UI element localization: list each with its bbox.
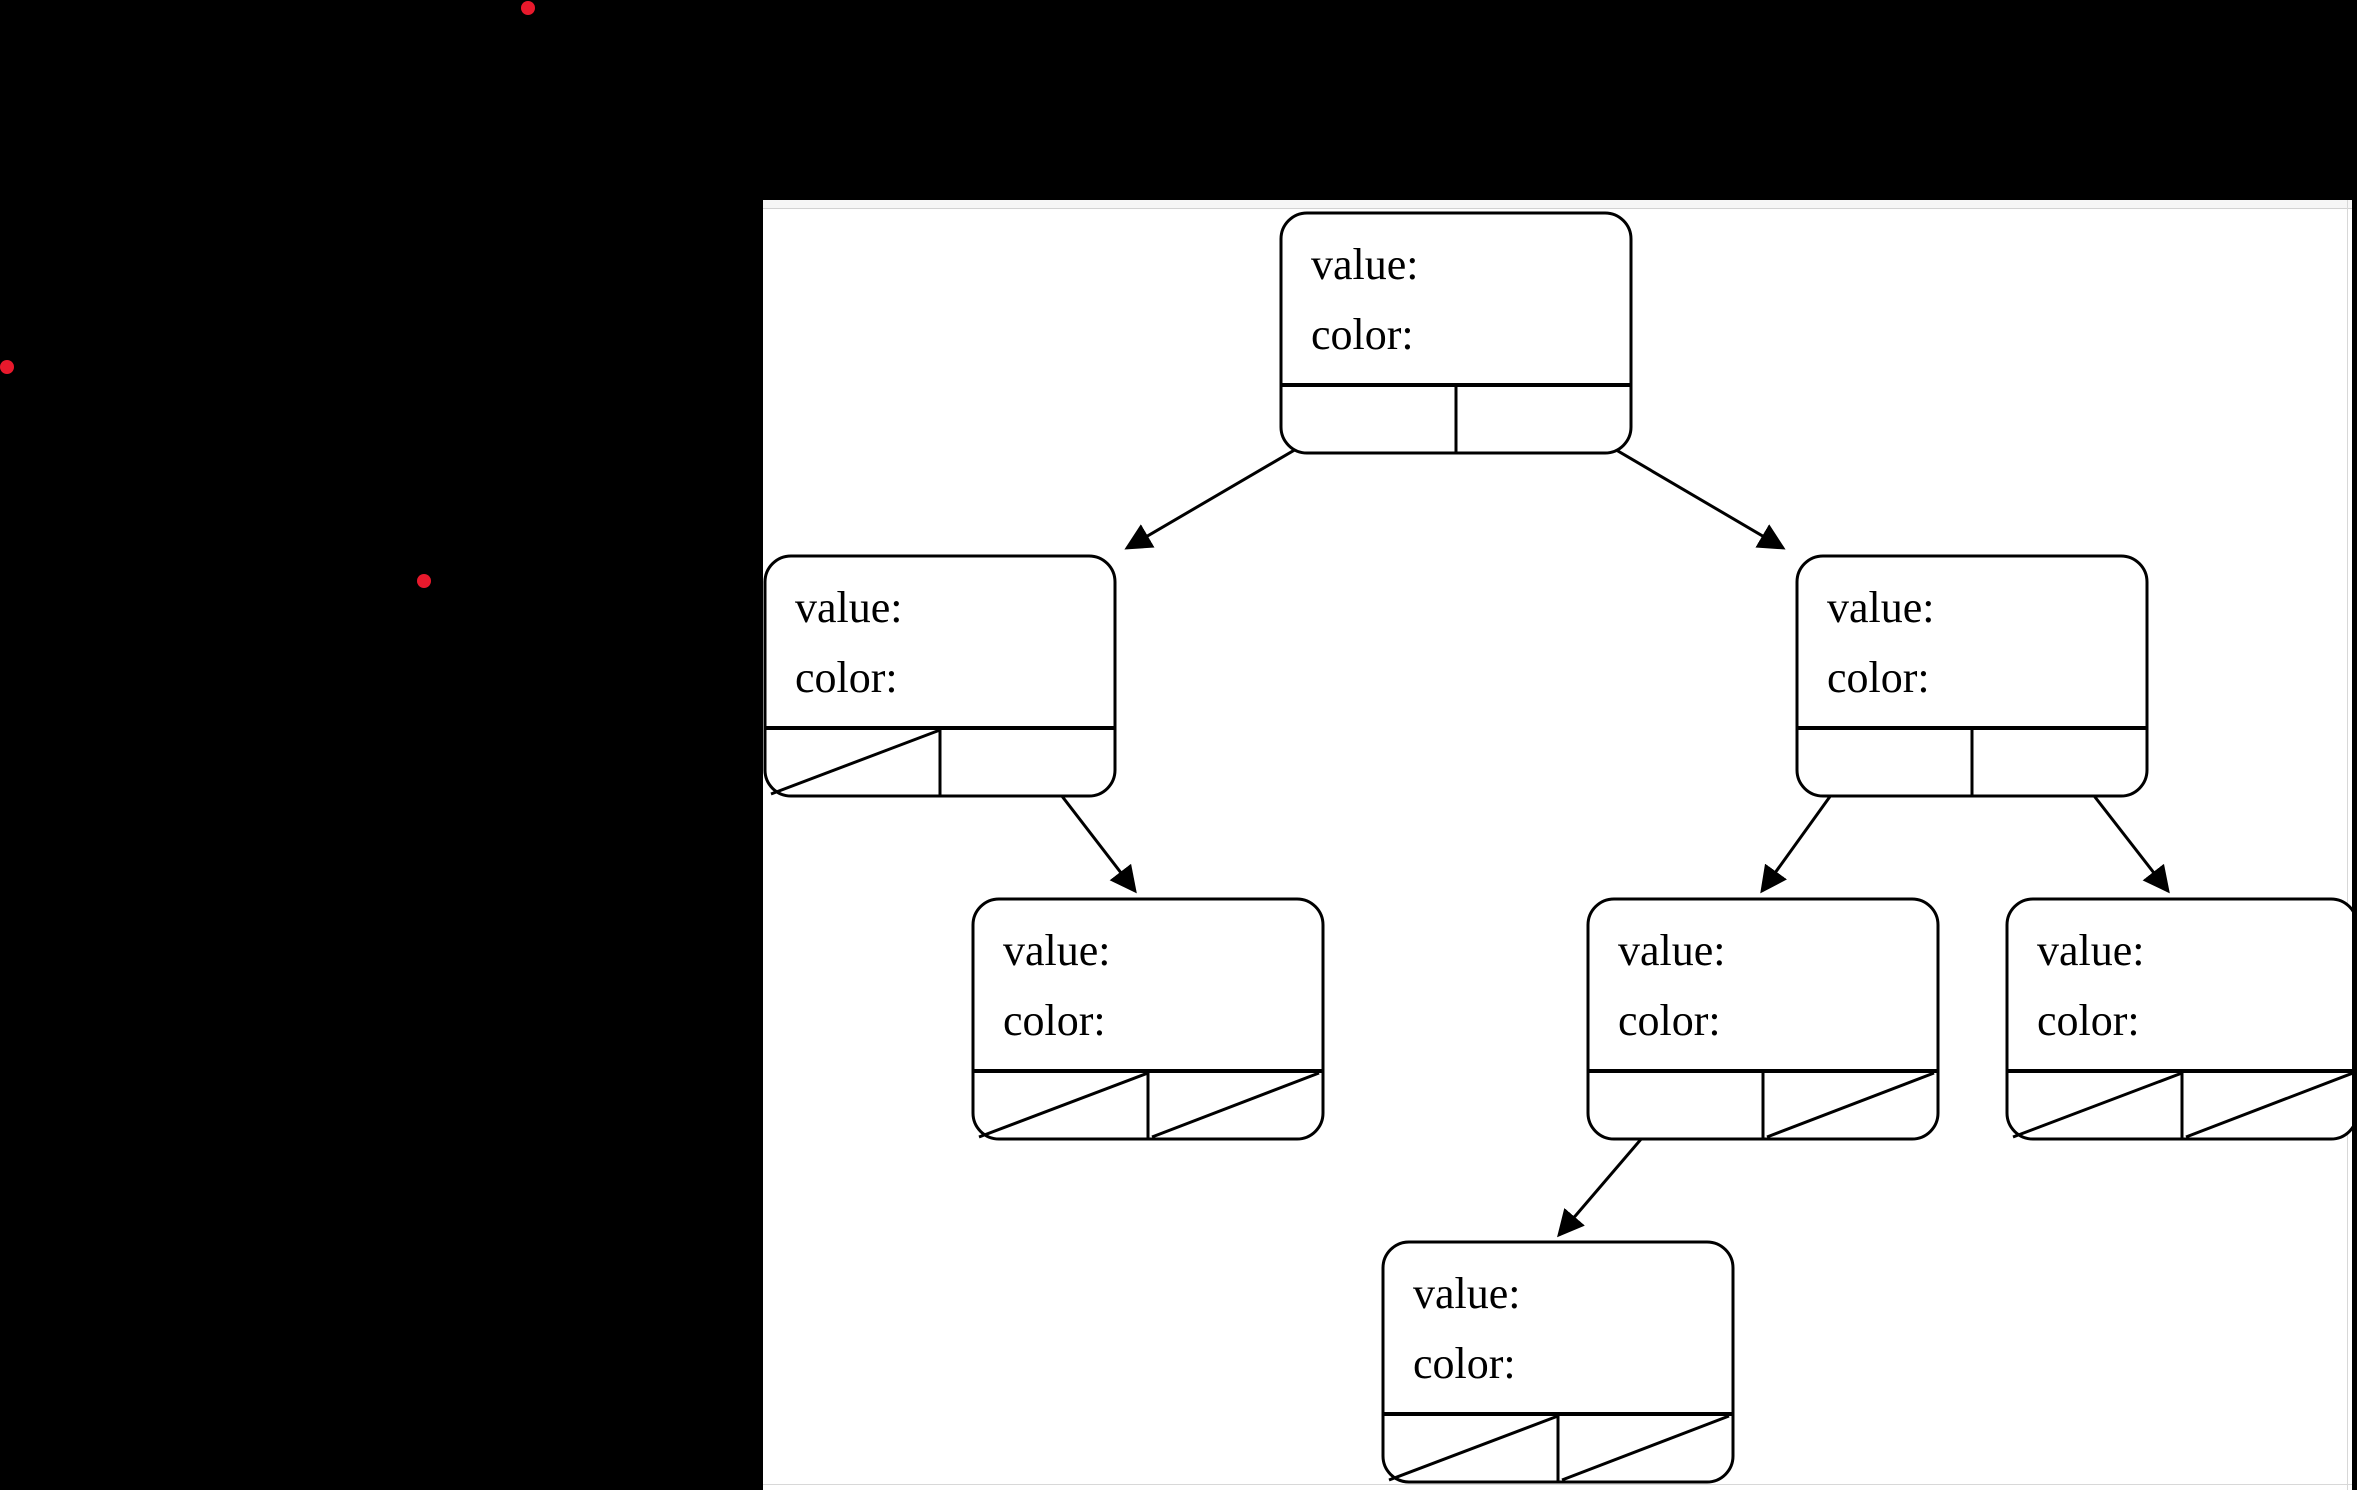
panel-bottom-divider: [763, 1484, 2352, 1485]
node-level3-a-color-label: color:: [1413, 1339, 1516, 1388]
binary-tree-diagram: value:color:value:color:value:color:valu…: [763, 211, 2352, 1484]
node-level1-left-value-label: value:: [795, 583, 903, 632]
node-level1-right-value-label: value:: [1827, 583, 1935, 632]
node-level3-a-left-null-slash: [1388, 1414, 1559, 1482]
node-level2-a-color-label: color:: [1003, 996, 1106, 1045]
node-level1-right-color-label: color:: [1827, 653, 1930, 702]
node-level3-a[interactable]: value: color:: [1381, 1240, 1735, 1484]
marker-mid-dot: [417, 574, 431, 588]
panel-top-band: [763, 200, 2352, 209]
node-level2-c-left-null-slash: [2012, 1071, 2183, 1139]
node-level1-left[interactable]: value: color:: [763, 554, 1117, 798]
node-level3-a-right-null-slash: [1561, 1414, 1730, 1482]
node-root-color-label: color:: [1311, 310, 1414, 359]
node-level1-right[interactable]: value: color:: [1795, 554, 2149, 798]
node-level2-a-left-null-slash: [978, 1071, 1149, 1139]
node-level1-left-left-null-slash: [770, 728, 941, 796]
node-level3-a-value-label: value:: [1413, 1269, 1521, 1318]
marker-left-dot: [0, 360, 14, 374]
panel-right-divider: [2347, 200, 2348, 1490]
marker-top-dot: [521, 1, 535, 15]
node-level2-b-right-null-slash: [1766, 1071, 1935, 1139]
node-level1-left-color-label: color:: [795, 653, 898, 702]
node-level2-c-color-label: color:: [2037, 996, 2140, 1045]
node-level2-b[interactable]: value: color:: [1586, 897, 1940, 1141]
diagram-panel: value:color:value:color:value:color:valu…: [763, 200, 2352, 1490]
node-level2-a-right-null-slash: [1151, 1071, 1320, 1139]
node-level2-b-color-label: color:: [1618, 996, 1721, 1045]
node-level2-a-value-label: value:: [1003, 926, 1111, 975]
node-layer: value:color:value:color:value:color:valu…: [763, 211, 2352, 1484]
node-level2-c-right-null-slash: [2185, 1071, 2352, 1139]
node-level2-b-value-label: value:: [1618, 926, 1726, 975]
node-root-value-label: value:: [1311, 240, 1419, 289]
node-root[interactable]: value: color:: [1279, 211, 1633, 455]
node-level2-c[interactable]: value: color:: [2005, 897, 2352, 1141]
node-level2-a[interactable]: value: color:: [971, 897, 1325, 1141]
node-level2-c-value-label: value:: [2037, 926, 2145, 975]
